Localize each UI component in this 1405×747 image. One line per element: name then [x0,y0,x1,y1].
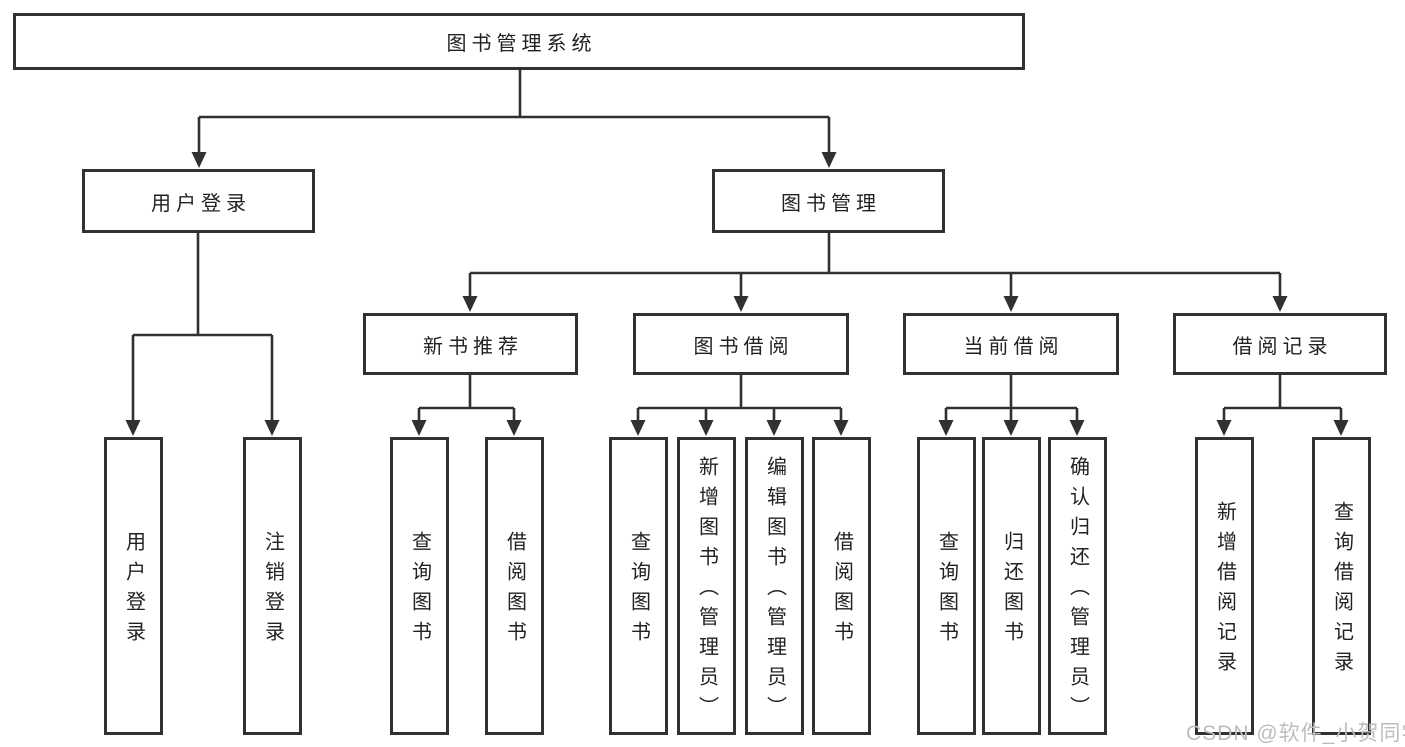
connector-new-book-recommend-to-leaves [411,375,522,436]
arrowhead [462,296,478,312]
leaf-label: 编辑图书（管理员） [763,456,786,726]
arrowhead [766,420,782,436]
leaf-user-login: 用户登录 [104,437,163,735]
arrowhead [833,420,849,436]
leaf-label: 借阅图书 [830,531,853,651]
arrowhead [938,420,954,436]
connector-book-management-to-sections [462,233,1288,312]
leaf-edit-book-admin: 编辑图书（管理员） [745,437,804,735]
leaf-borrow-books-recommend: 借阅图书 [485,437,544,735]
node-library-management-system: 图书管理系统 [13,13,1025,70]
leaf-label: 注销登录 [261,531,284,651]
node-book-borrowing: 图书借阅 [633,313,849,375]
leaf-label: 新增图书（管理员） [695,456,718,726]
arrowhead [1069,420,1085,436]
leaf-add-book-admin: 新增图书（管理员） [677,437,736,735]
leaf-label: 确认归还（管理员） [1066,456,1089,726]
connector-current-borrowing-to-leaves [938,375,1085,436]
arrowhead [821,152,837,168]
arrowhead [1272,296,1288,312]
leaf-label: 查询图书 [935,531,958,651]
connector-borrowing-records-to-leaves [1216,375,1349,436]
node-book-management-branch: 图书管理 [712,169,945,233]
leaf-label: 查询图书 [408,531,431,651]
connector-root-to-branches [191,69,837,168]
leaf-add-borrow-record: 新增借阅记录 [1195,437,1254,735]
leaf-return-books: 归还图书 [982,437,1041,735]
connector-book-borrowing-to-leaves [630,375,849,436]
leaf-label: 借阅图书 [503,531,526,651]
csdn-watermark: CSDN @软件_小贺同学 [1186,722,1405,745]
arrowhead [125,420,141,436]
node-user-login-branch: 用户登录 [82,169,315,233]
arrowhead [264,420,280,436]
leaf-label: 归还图书 [1000,531,1023,651]
leaf-query-books-recommend: 查询图书 [390,437,449,735]
leaf-logout: 注销登录 [243,437,302,735]
node-borrowing-records: 借阅记录 [1173,313,1387,375]
leaf-confirm-return-admin: 确认归还（管理员） [1048,437,1107,735]
leaf-borrow-books-borrowing: 借阅图书 [812,437,871,735]
leaf-label: 新增借阅记录 [1213,501,1236,681]
leaf-label: 查询图书 [627,531,650,651]
arrowhead [1003,420,1019,436]
leaf-query-borrow-record: 查询借阅记录 [1312,437,1371,735]
node-new-book-recommend: 新书推荐 [363,313,578,375]
arrowhead [1003,296,1019,312]
arrowhead [411,420,427,436]
leaf-label: 查询借阅记录 [1330,501,1353,681]
arrowhead [1333,420,1349,436]
arrowhead [630,420,646,436]
node-current-borrowing: 当前借阅 [903,313,1119,375]
leaf-query-books-borrowing: 查询图书 [609,437,668,735]
leaf-query-books-current: 查询图书 [917,437,976,735]
leaf-label: 用户登录 [122,531,145,651]
arrowhead [191,152,207,168]
arrowhead [506,420,522,436]
arrowhead [733,296,749,312]
connector-user-login-to-leaves [125,233,280,436]
arrowhead [1216,420,1232,436]
arrowhead [698,420,714,436]
